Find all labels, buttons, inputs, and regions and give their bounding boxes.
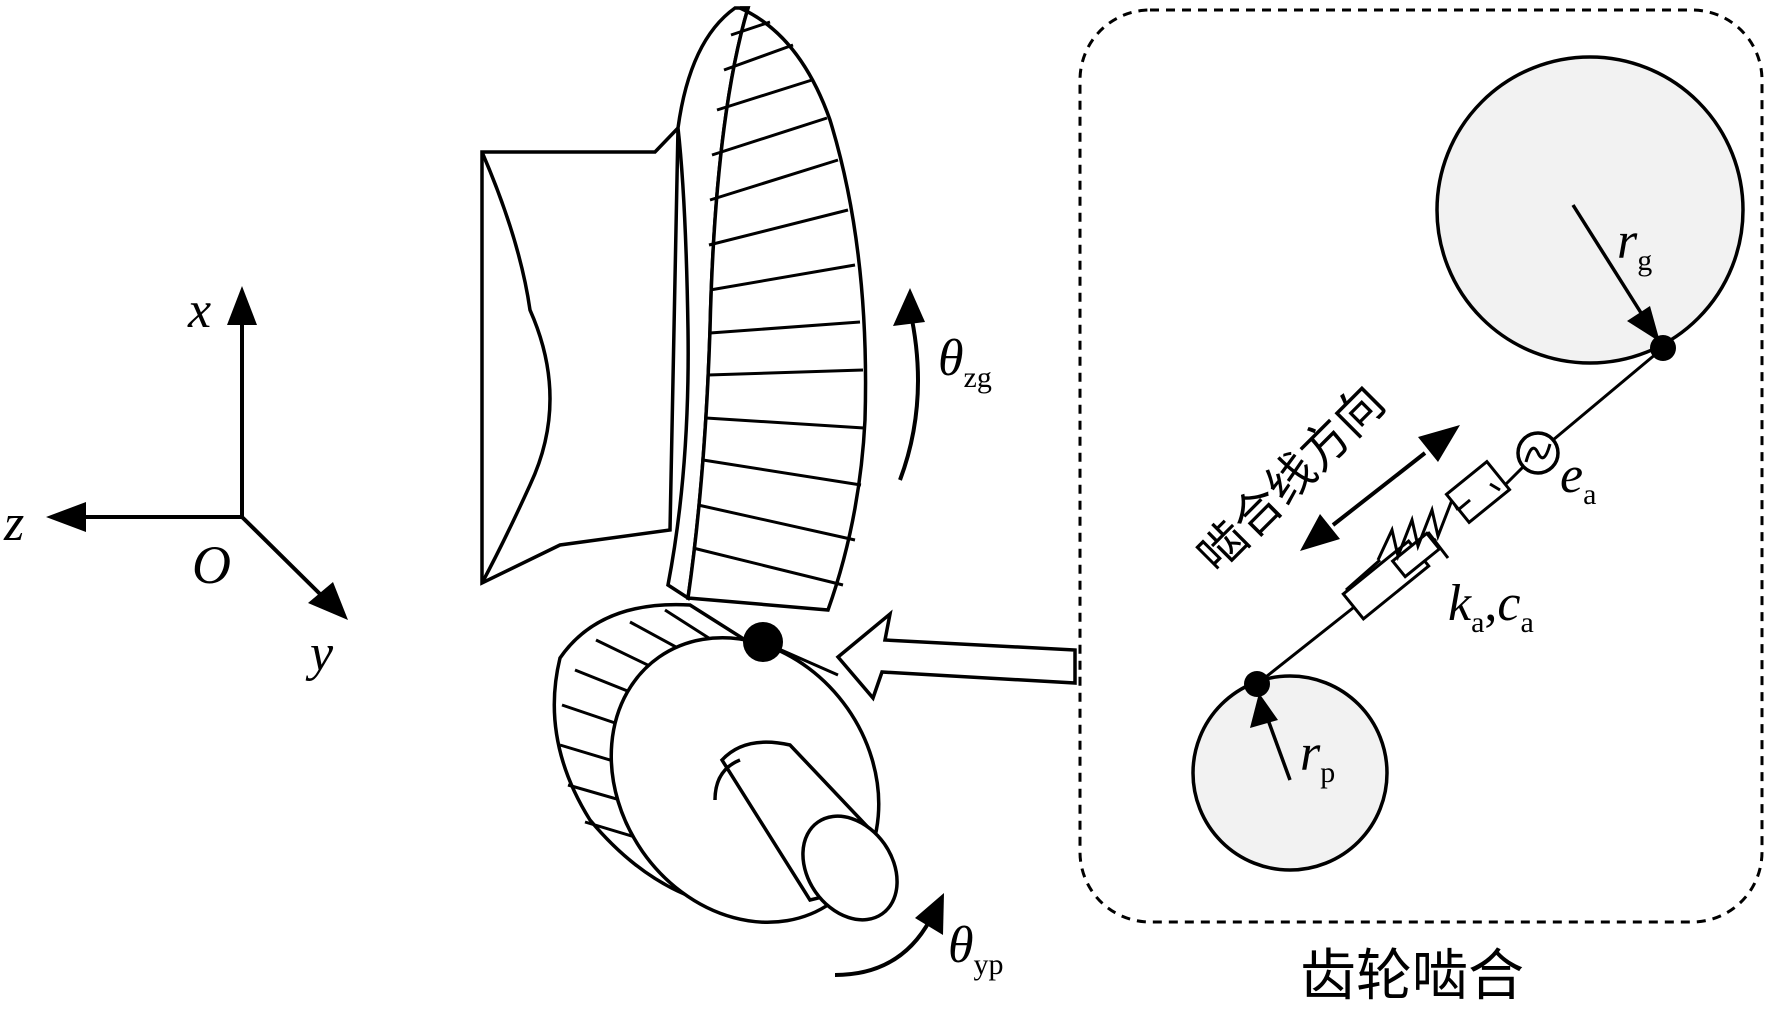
spring-coil xyxy=(1376,496,1460,562)
error-label: ea xyxy=(1560,447,1596,511)
coordinate-frame xyxy=(46,286,348,620)
figure-caption: 齿轮啮合 xyxy=(1300,944,1524,1009)
pinion-radius-arrow xyxy=(1265,716,1292,781)
pinion xyxy=(552,602,899,925)
mesh-point-line xyxy=(762,640,839,677)
x-axis-arrowhead xyxy=(227,286,257,325)
gear-rotation-arrowhead xyxy=(893,288,925,326)
line-of-action-arrowhead-top xyxy=(1418,425,1460,462)
gear-base-circle xyxy=(1435,55,1745,365)
callout-pointer-arrow xyxy=(835,609,1077,702)
mesh-spring-damper xyxy=(1256,346,1664,686)
gear-radius-label: rg xyxy=(1617,213,1652,277)
z-axis-arrowhead xyxy=(46,502,86,532)
gear-rotation-label: θzg xyxy=(938,330,992,394)
stiffness-frame xyxy=(1444,459,1512,525)
gear-hub xyxy=(480,123,680,586)
pinion-rotation-label: θyp xyxy=(948,917,1004,981)
stiffness-damping-label: ka,ca xyxy=(1448,575,1534,639)
bevel-gear xyxy=(480,6,868,612)
line-of-action-arrowhead-bottom xyxy=(1300,514,1340,551)
pinion-radius-arrowhead xyxy=(1250,693,1278,728)
y-axis xyxy=(240,515,322,596)
z-axis-label: z xyxy=(3,495,24,552)
pinion-rotation-arrowhead xyxy=(915,893,944,935)
error-source-wave xyxy=(1524,443,1552,463)
pinion-rotation-arrow xyxy=(834,919,932,977)
pinion-base-circle xyxy=(1191,674,1389,872)
x-axis-label: x xyxy=(187,282,211,339)
pinion-shaft-base xyxy=(713,758,741,801)
y-axis-label: y xyxy=(305,625,334,682)
gear-radius-arrow xyxy=(1571,204,1645,317)
gear-hub-recess xyxy=(480,151,552,584)
origin-label: O xyxy=(192,535,231,595)
line-of-action-label: 啮合线方向 xyxy=(1187,374,1396,583)
y-axis-arrowhead xyxy=(308,582,348,620)
gear-rim xyxy=(686,6,868,612)
damper-piston xyxy=(1390,531,1442,579)
pinion-radius-label: rp xyxy=(1300,725,1335,789)
pinion-shaft-end xyxy=(801,814,899,922)
gear-teeth xyxy=(692,20,865,587)
gear-rotation-arrow xyxy=(898,308,920,481)
line-of-action-arrow xyxy=(1331,451,1427,527)
gear-radius-arrowhead xyxy=(1627,306,1660,342)
